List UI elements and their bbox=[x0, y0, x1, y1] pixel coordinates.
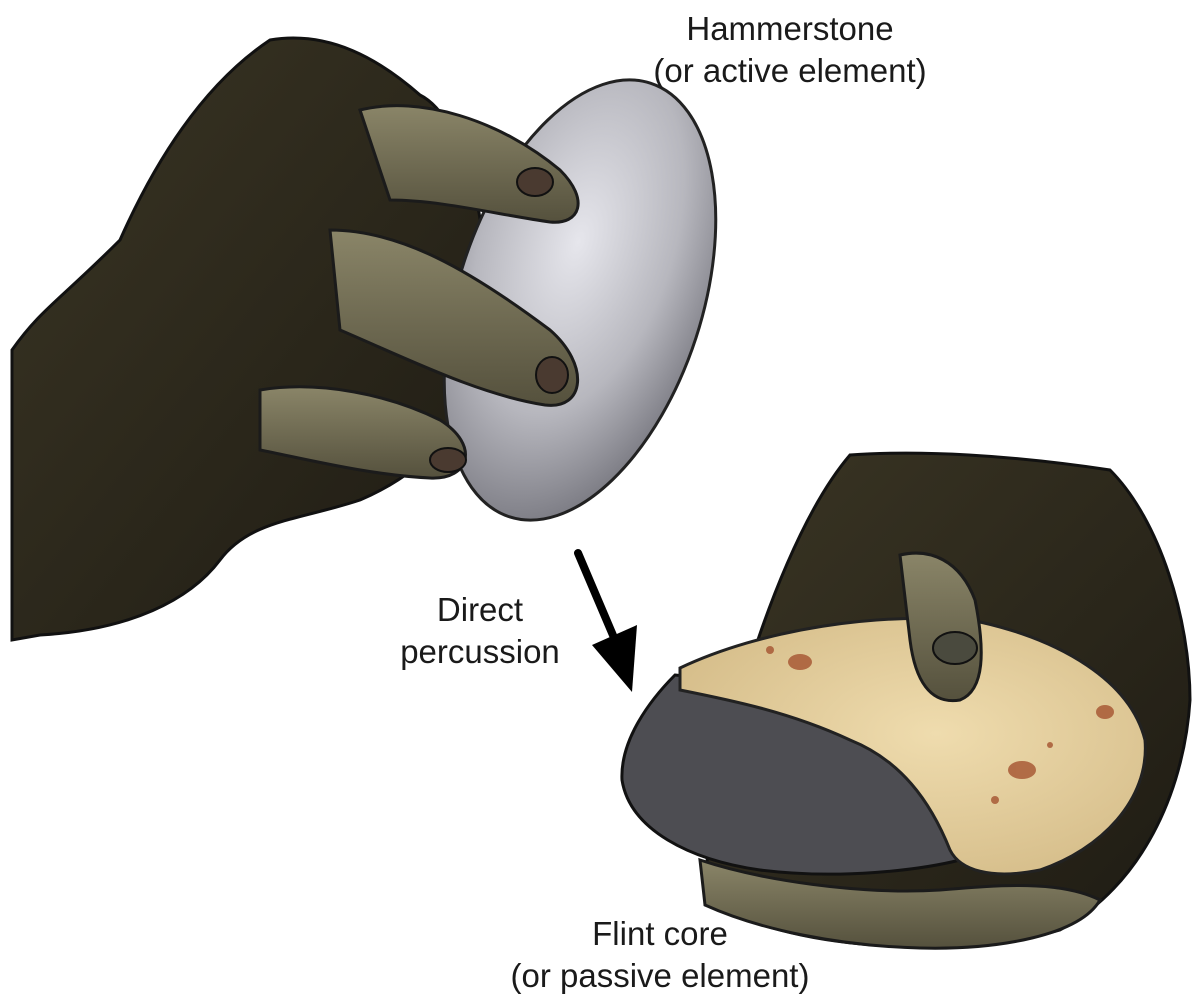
flint-core-label-line2: (or passive element) bbox=[450, 955, 870, 997]
hammerstone-label: Hammerstone (or active element) bbox=[610, 8, 970, 92]
hammerstone-label-line1: Hammerstone bbox=[610, 8, 970, 50]
hand-with-hammerstone bbox=[12, 38, 766, 640]
percussion-label-line1: Direct bbox=[360, 589, 600, 631]
fingernail bbox=[933, 632, 977, 664]
hand-with-flint-core bbox=[622, 453, 1190, 948]
flint-core-label: Flint core (or passive element) bbox=[450, 913, 870, 997]
percussion-label: Direct percussion bbox=[360, 589, 600, 673]
hammerstone-label-line2: (or active element) bbox=[610, 50, 970, 92]
percussion-label-line2: percussion bbox=[360, 631, 600, 673]
flint-core-label-line1: Flint core bbox=[450, 913, 870, 955]
fingernail bbox=[536, 357, 568, 393]
fingernail bbox=[430, 448, 466, 472]
fingernail bbox=[517, 168, 553, 196]
